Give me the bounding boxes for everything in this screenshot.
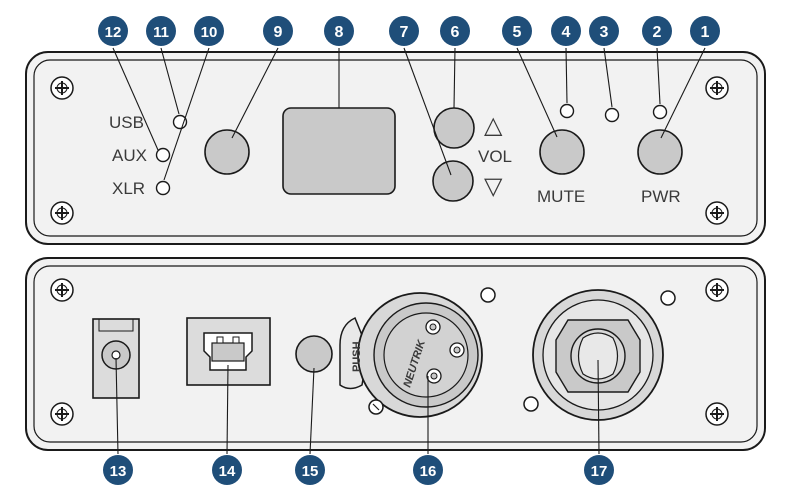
- combo-jack-icon[interactable]: [523, 289, 676, 421]
- usb-b-port-icon[interactable]: [186, 317, 271, 386]
- svg-text:7: 7: [400, 24, 409, 41]
- status-led-icon: [604, 107, 620, 123]
- callout-12: 12: [98, 16, 128, 46]
- screw-icon: [50, 76, 74, 100]
- svg-text:5: 5: [513, 24, 522, 41]
- callout-11: 11: [146, 16, 176, 46]
- screw-icon: [50, 278, 74, 302]
- screw-icon: [50, 402, 74, 426]
- rear-panel-inner: [33, 265, 758, 443]
- mute-button[interactable]: [539, 129, 585, 175]
- vol-label: VOL: [478, 147, 512, 166]
- svg-text:16: 16: [420, 463, 437, 480]
- usb-led-icon: [172, 114, 188, 130]
- front-panel: USB AUX XLR △ VOL ▽ MUTE PWR: [25, 51, 766, 245]
- svg-text:13: 13: [110, 463, 127, 480]
- xlr-connector-icon[interactable]: [339, 287, 496, 418]
- svg-text:12: 12: [105, 24, 122, 41]
- callouts: 1 2 3 4 5 6 7 8 9 10 11 12 13 14 15 16 1…: [98, 16, 720, 485]
- xlr-label: XLR: [112, 179, 145, 198]
- volume-up-arrow-icon: △: [484, 112, 503, 139]
- power-button[interactable]: [637, 129, 683, 175]
- input-select-knob[interactable]: [204, 129, 250, 175]
- rear-panel: PUSH NEUTRIK: [25, 257, 766, 451]
- callout-3: 3: [589, 16, 619, 46]
- svg-text:14: 14: [219, 463, 236, 480]
- leader-lines: [112, 47, 706, 455]
- usb-label: USB: [109, 113, 144, 132]
- callout-10: 10: [194, 16, 224, 46]
- pwr-label: PWR: [641, 187, 681, 206]
- callout-6: 6: [440, 16, 470, 46]
- callout-16: 16: [413, 455, 443, 485]
- svg-text:1: 1: [701, 24, 710, 41]
- svg-text:4: 4: [562, 24, 571, 41]
- rear-button[interactable]: [295, 335, 333, 373]
- callout-7: 7: [389, 16, 419, 46]
- svg-text:6: 6: [451, 24, 460, 41]
- callout-13: 13: [103, 455, 133, 485]
- callout-4: 4: [551, 16, 581, 46]
- screw-icon: [50, 201, 74, 225]
- push-label: PUSH: [351, 341, 363, 372]
- callout-2: 2: [642, 16, 672, 46]
- screw-icon: [705, 402, 729, 426]
- svg-text:3: 3: [600, 24, 609, 41]
- power-led-icon: [652, 104, 668, 120]
- mute-led-icon: [559, 103, 575, 119]
- screw-icon: [705, 76, 729, 100]
- svg-text:9: 9: [274, 24, 283, 41]
- aux-led-icon: [155, 147, 171, 163]
- callout-15: 15: [295, 455, 325, 485]
- callout-1: 1: [690, 16, 720, 46]
- svg-text:15: 15: [302, 463, 319, 480]
- svg-text:2: 2: [653, 24, 662, 41]
- svg-text:11: 11: [153, 24, 169, 41]
- callout-9: 9: [263, 16, 293, 46]
- volume-down-button[interactable]: [432, 160, 474, 202]
- display-screen-icon: [282, 107, 396, 195]
- xlr-led-icon: [155, 180, 171, 196]
- svg-text:8: 8: [335, 24, 344, 41]
- mute-label: MUTE: [537, 187, 585, 206]
- screw-icon: [705, 278, 729, 302]
- screw-icon: [705, 201, 729, 225]
- volume-up-button[interactable]: [433, 107, 475, 149]
- callout-5: 5: [502, 16, 532, 46]
- callout-8: 8: [324, 16, 354, 46]
- volume-down-arrow-icon: ▽: [484, 173, 503, 200]
- aux-label: AUX: [112, 146, 147, 165]
- callout-17: 17: [584, 455, 614, 485]
- front-panel-inner: [33, 59, 758, 237]
- callout-14: 14: [212, 455, 242, 485]
- svg-text:17: 17: [591, 463, 608, 480]
- svg-text:10: 10: [201, 24, 218, 41]
